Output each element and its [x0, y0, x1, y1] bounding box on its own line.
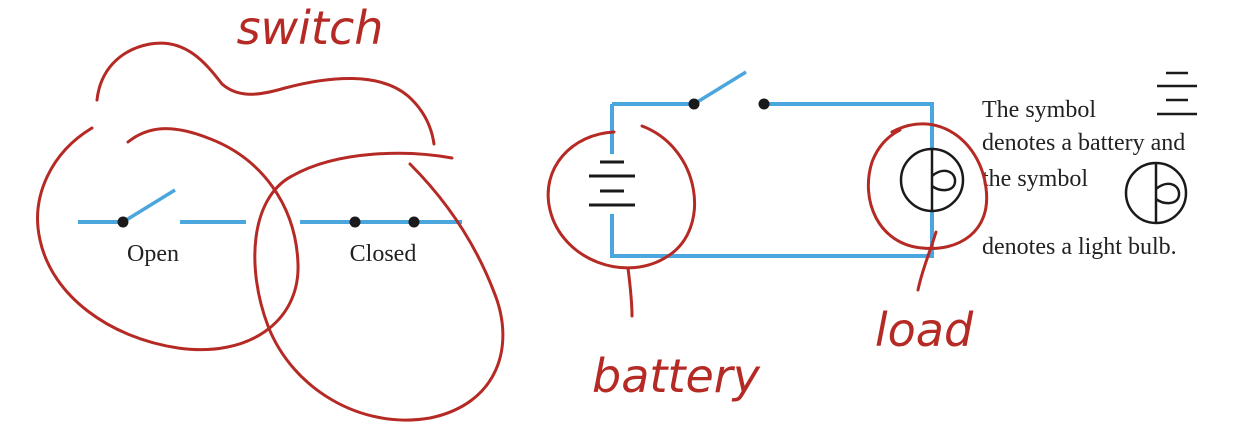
- open-label: Open: [127, 241, 179, 267]
- battery-icon: [586, 154, 638, 214]
- light-bulb-icon: [899, 147, 965, 213]
- open-switch-arm: [122, 188, 176, 224]
- switch-examples: Open Closed: [78, 188, 462, 267]
- bulb-filament-loop: [931, 169, 957, 192]
- legend-line-4: denotes a light bulb.: [982, 234, 1177, 260]
- battery-pointer: [626, 266, 634, 318]
- annotation-strokes: [36, 41, 989, 422]
- legend-line-1: The symbol: [982, 97, 1096, 123]
- closed-switch-icon: [300, 216, 462, 228]
- legend-line-3: the symbol: [982, 166, 1088, 192]
- closed-switch-contact-right: [408, 216, 420, 228]
- circuit-wire: [610, 102, 934, 258]
- legend-light-bulb-icon: [1124, 161, 1188, 225]
- circuit-switch-icon: [688, 70, 770, 110]
- legend-battery-icon: [1157, 71, 1197, 116]
- battery-circle: [546, 124, 697, 270]
- switch-brace: [95, 41, 436, 146]
- circuit-switch-arm: [693, 70, 747, 106]
- open-switch-contact: [117, 216, 129, 228]
- closed-switch-contact-left: [349, 216, 361, 228]
- legend-bulb-loop: [1155, 182, 1181, 205]
- load-pointer: [916, 230, 938, 292]
- open-switch-circle: [36, 126, 300, 352]
- closed-switch-circle: [253, 151, 505, 422]
- circuit-switch-contact-left: [688, 98, 700, 110]
- legend-line-2: denotes a battery and: [982, 130, 1185, 156]
- circuit-switch-contact-right: [758, 98, 770, 110]
- switch-annotation: switch: [237, 1, 384, 55]
- battery-annotation: battery: [592, 349, 761, 403]
- load-annotation: load: [875, 303, 974, 357]
- closed-label: Closed: [350, 241, 417, 267]
- symbol-legend: The symbol denotes a battery and the sym…: [982, 71, 1197, 260]
- circuit: [586, 70, 965, 258]
- open-switch-icon: [78, 188, 246, 228]
